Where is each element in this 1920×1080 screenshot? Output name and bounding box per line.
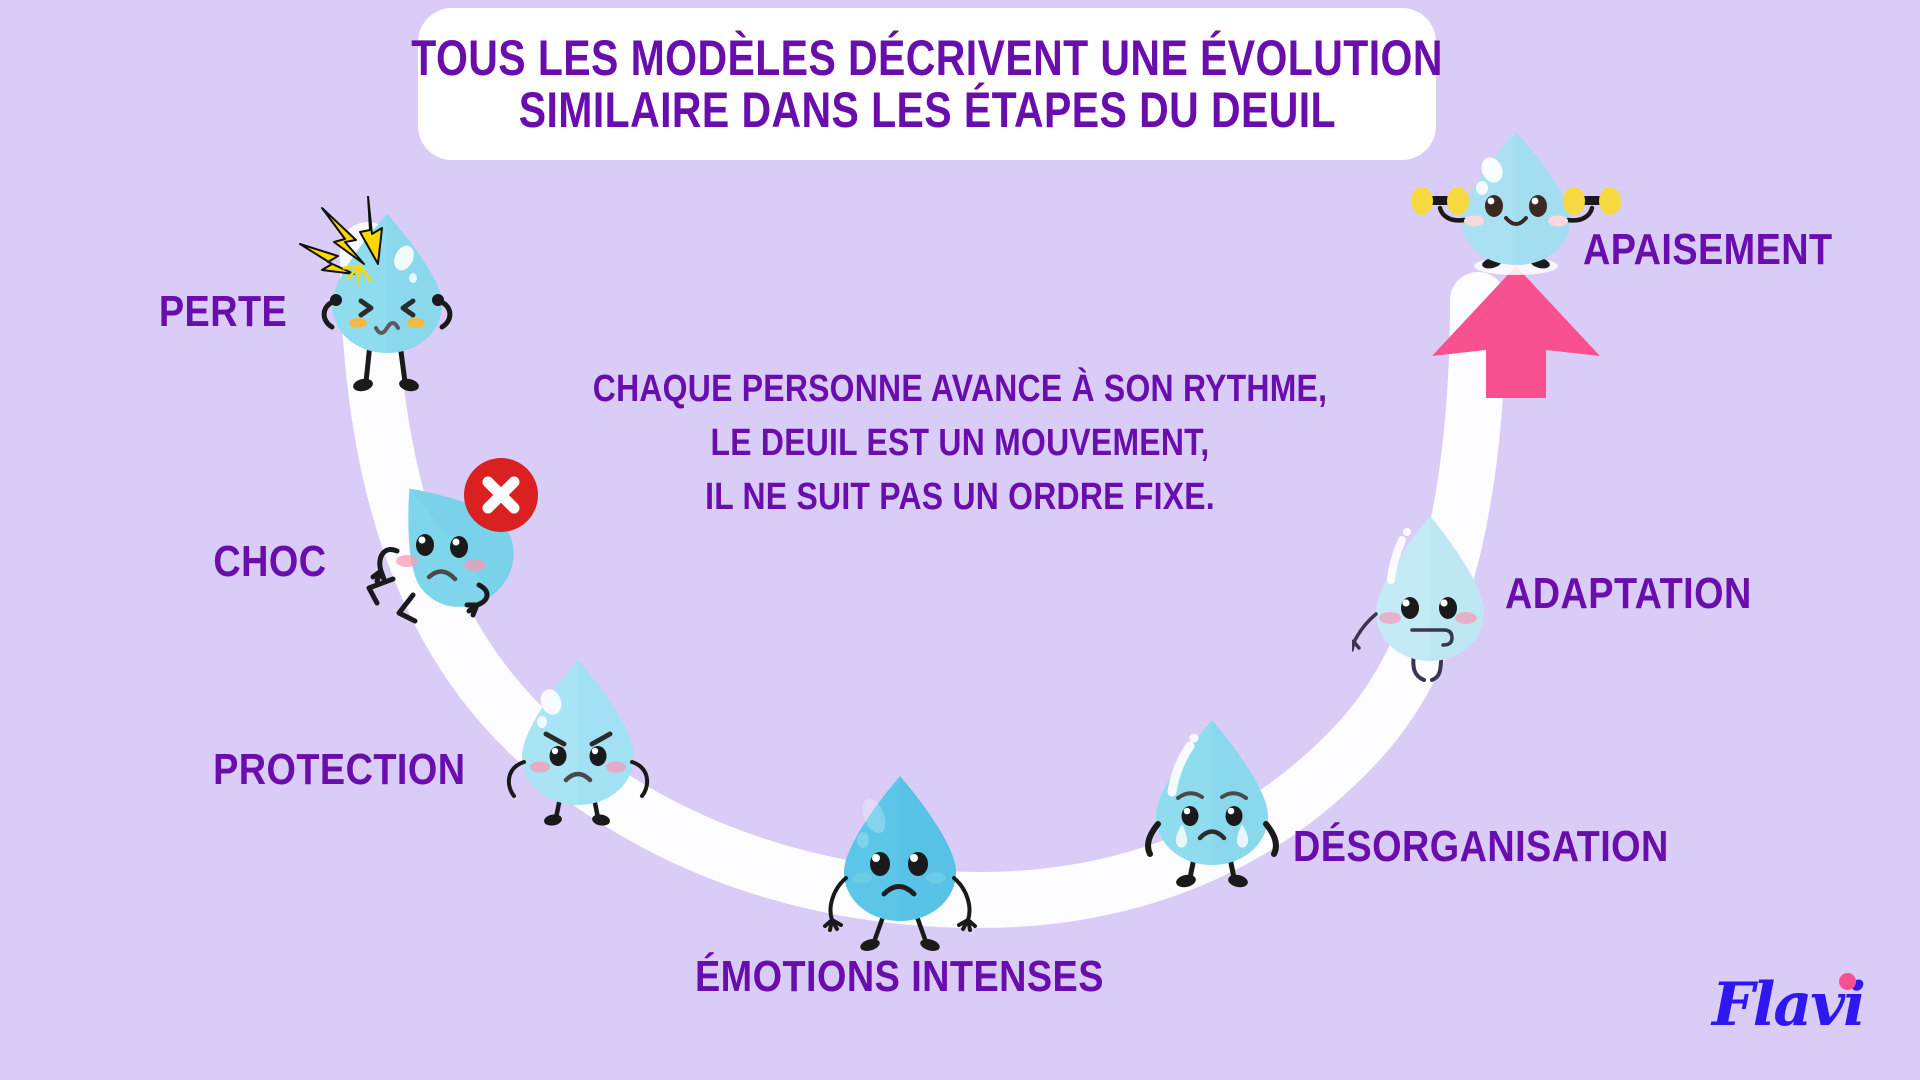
center-note: CHAQUE PERSONNE AVANCE À SON RYTHME, LE …: [480, 363, 1440, 525]
center-note-line-3: IL NE SUIT PAS UN ORDRE FIXE.: [705, 475, 1215, 518]
stage-label-desorganisation: DÉSORGANISATION: [1293, 822, 1669, 871]
drop-character-protection: [506, 660, 650, 826]
center-note-line-1: CHAQUE PERSONNE AVANCE À SON RYTHME,: [592, 368, 1328, 410]
dumbbell-icon: [1411, 187, 1621, 215]
title-line-2: SIMILAIRE DANS LES ÉTAPES DU DEUIL: [518, 82, 1336, 138]
drop-character-emotions-intenses: [823, 776, 977, 951]
center-note-line-2: LE DEUIL EST UN MOUVEMENT,: [710, 421, 1210, 464]
title-line-1: TOUS LES MODÈLES DÉCRIVENT UNE ÉVOLUTION: [411, 30, 1443, 86]
stage-label-apaisement: APAISEMENT: [1583, 225, 1833, 274]
stage-label-protection: PROTECTION: [212, 745, 465, 794]
flavi-logo[interactable]: Flavi: [1712, 973, 1866, 1035]
stage-label-emotions-intenses: ÉMOTIONS INTENSES: [695, 952, 1104, 1001]
pink-up-arrow-icon: [1432, 266, 1600, 398]
drop-character-perte: [299, 196, 453, 392]
flavi-logo-dot-icon: [1838, 973, 1856, 990]
stage-label-adaptation: ADAPTATION: [1505, 569, 1752, 618]
stage-label-choc: CHOC: [213, 537, 327, 586]
title-card: TOUS LES MODÈLES DÉCRIVENT UNE ÉVOLUTION…: [411, 8, 1442, 160]
drop-character-adaptation: [1352, 516, 1484, 682]
drop-character-desorganisation: [1145, 720, 1279, 888]
stage-label-perte: PERTE: [158, 287, 287, 336]
